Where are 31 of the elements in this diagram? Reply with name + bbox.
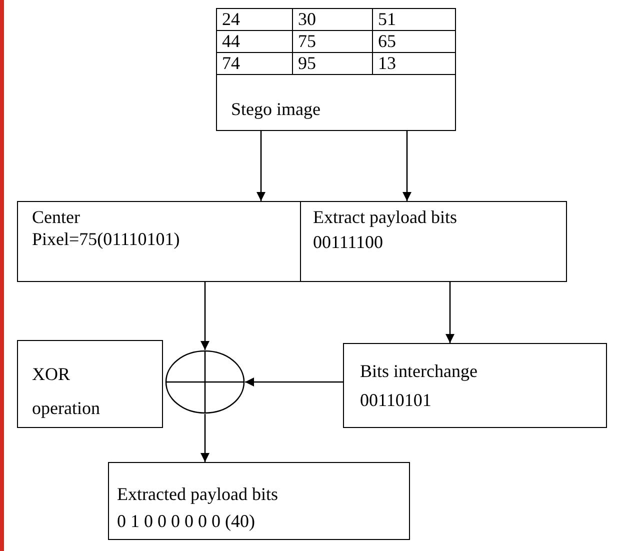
table-cell: 65 bbox=[373, 31, 455, 53]
box-text: Extracted payload bits bbox=[117, 483, 278, 505]
box-text: 00111100 bbox=[313, 231, 383, 253]
box-text: Bits interchange bbox=[360, 360, 478, 382]
table-cell: 75 bbox=[293, 31, 373, 53]
process-box bbox=[300, 201, 567, 282]
process-box bbox=[108, 462, 410, 540]
xor-circle-symbol bbox=[165, 350, 245, 414]
arrow bbox=[256, 131, 266, 201]
process-box bbox=[343, 343, 607, 428]
arrow bbox=[402, 131, 412, 201]
box-text: Stego image bbox=[231, 98, 320, 120]
process-box bbox=[17, 340, 163, 428]
table-cell: 13 bbox=[373, 53, 455, 75]
box-text: Extract payload bits bbox=[313, 206, 457, 228]
table-cell: 74 bbox=[217, 53, 293, 75]
box-text: 00110101 bbox=[360, 389, 432, 411]
arrow bbox=[245, 378, 343, 386]
box-text: XOR operation bbox=[32, 363, 101, 420]
box-text: 0 1 0 0 0 0 0 0 (40) bbox=[117, 510, 255, 532]
arrow bbox=[200, 414, 210, 462]
box-text: Center Pixel=75(01110101) bbox=[32, 206, 181, 250]
arrow bbox=[446, 282, 454, 343]
arrow bbox=[200, 282, 210, 350]
table-cell: 44 bbox=[217, 31, 293, 53]
table-cell: 30 bbox=[293, 9, 373, 31]
table-cell: 95 bbox=[293, 53, 373, 75]
process-box bbox=[17, 201, 301, 282]
table-cell: 51 bbox=[373, 9, 455, 31]
table-cell: 24 bbox=[217, 9, 293, 31]
process-box bbox=[216, 8, 456, 131]
